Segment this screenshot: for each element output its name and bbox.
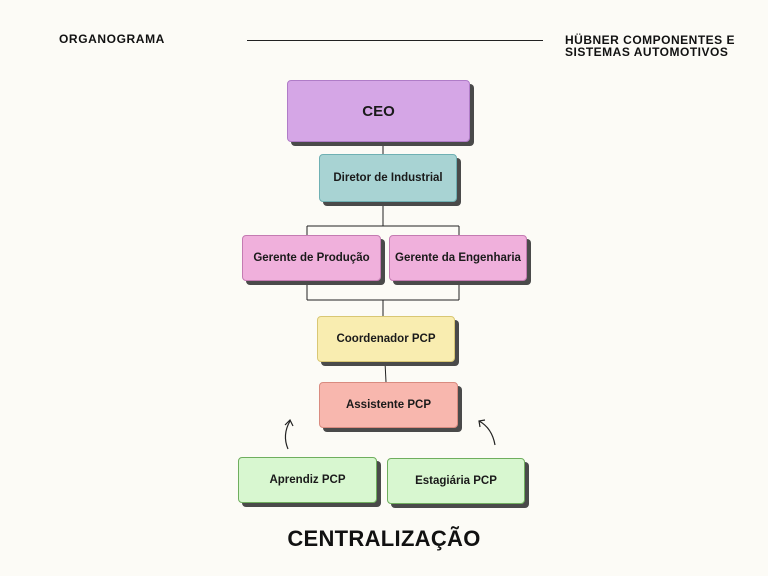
company-name-line-1: HÜBNER COMPONENTES E <box>565 33 736 47</box>
node-pcp-intern: Estagiária PCP <box>387 458 525 504</box>
node-pcp-assistant: Assistente PCP <box>319 382 458 428</box>
curved-arrow-right-icon <box>478 419 496 446</box>
connector-coordinator-assistant <box>384 361 387 383</box>
node-pcp-apprentice: Aprendiz PCP <box>238 457 377 503</box>
node-pcp-coordinator: Coordenador PCP <box>317 316 455 362</box>
node-production-manager: Gerente de Produção <box>242 235 381 281</box>
curved-arrow-left-icon <box>284 418 294 450</box>
company-name-line-2: SISTEMAS AUTOMOTIVOS <box>565 45 729 59</box>
company-name: HÜBNER COMPONENTES E SISTEMAS AUTOMOTIVO… <box>565 34 765 58</box>
node-ceo: CEO <box>287 80 470 142</box>
header-divider <box>247 40 543 41</box>
header-title: ORGANOGRAMA <box>59 32 165 46</box>
footer-title: CENTRALIZAÇÃO <box>287 526 481 551</box>
node-engineering-manager: Gerente da Engenharia <box>389 235 527 281</box>
node-industrial-director: Diretor de Industrial <box>319 154 457 202</box>
